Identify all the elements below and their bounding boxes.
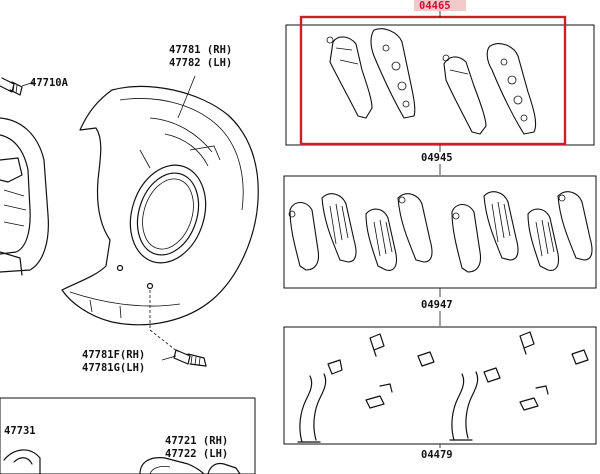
wheel-cylinder-part — [0, 397, 256, 474]
mounting-bolt-part — [161, 349, 207, 367]
label-shim-set: 04465 — [419, 0, 451, 12]
shim-kit-outer-box — [285, 24, 595, 146]
fitting-kit-box — [283, 326, 597, 445]
bleeder-plug-part — [0, 77, 35, 96]
anti-squeal-shim-group-right — [442, 43, 537, 135]
caliper-part-fragment — [139, 457, 241, 474]
label-bolt-lh: 47781G(LH) — [82, 362, 145, 374]
label-support-plate: 04479 — [421, 449, 453, 461]
label-cylinder: 47731 — [4, 425, 36, 437]
highlight-frame — [299, 15, 567, 146]
label-splash-shield-rh: 47781 (RH) — [169, 44, 232, 56]
label-caliper-rh: 47721 (RH) — [165, 435, 228, 447]
label-bolt-rh: 47781F(RH) — [82, 349, 145, 361]
brake-pad-set — [288, 191, 593, 273]
highlight-label-background — [414, 0, 466, 11]
label-bleeder-plug: 47710A — [30, 77, 69, 89]
label-fitting-kit: 04947 — [421, 299, 453, 311]
disc-splash-shield — [61, 75, 259, 353]
label-splash-shield-lh: 47782 (LH) — [169, 57, 232, 69]
anti-squeal-shim-group-left — [326, 28, 416, 119]
label-caliper-lh: 47722 (LH) — [165, 448, 228, 460]
label-pad-kit: 04945 — [421, 152, 453, 164]
pad-clips-and-springs — [297, 331, 589, 443]
caliper-assembly-fragment — [0, 117, 49, 276]
